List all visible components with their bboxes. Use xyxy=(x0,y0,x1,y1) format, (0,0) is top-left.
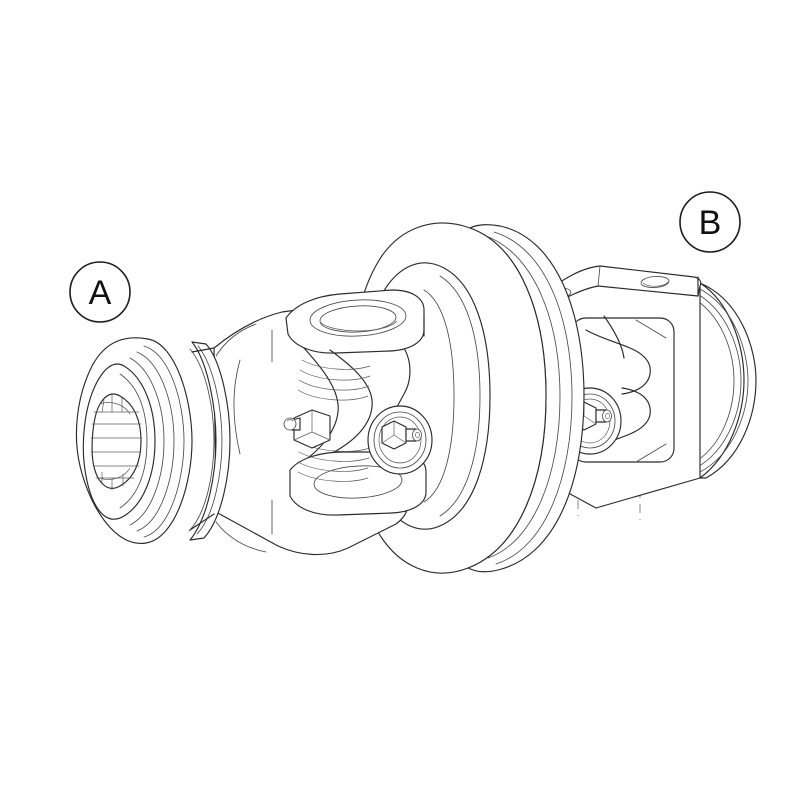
front-grease-fitting xyxy=(283,409,331,449)
callout-b-circle[interactable] xyxy=(679,191,741,253)
callout-a-label: A xyxy=(89,274,112,312)
callout-b-label: B xyxy=(699,204,722,242)
callout-b[interactable]: B xyxy=(679,191,741,253)
callout-a-circle[interactable] xyxy=(69,261,131,323)
splined-slip-yoke-end xyxy=(75,337,231,544)
rear-end-cap-rings xyxy=(689,282,757,479)
front-bearing-cap-hex-fitting xyxy=(381,420,422,450)
callout-a[interactable]: A xyxy=(69,261,131,323)
shaft-tube-lines xyxy=(215,323,267,553)
